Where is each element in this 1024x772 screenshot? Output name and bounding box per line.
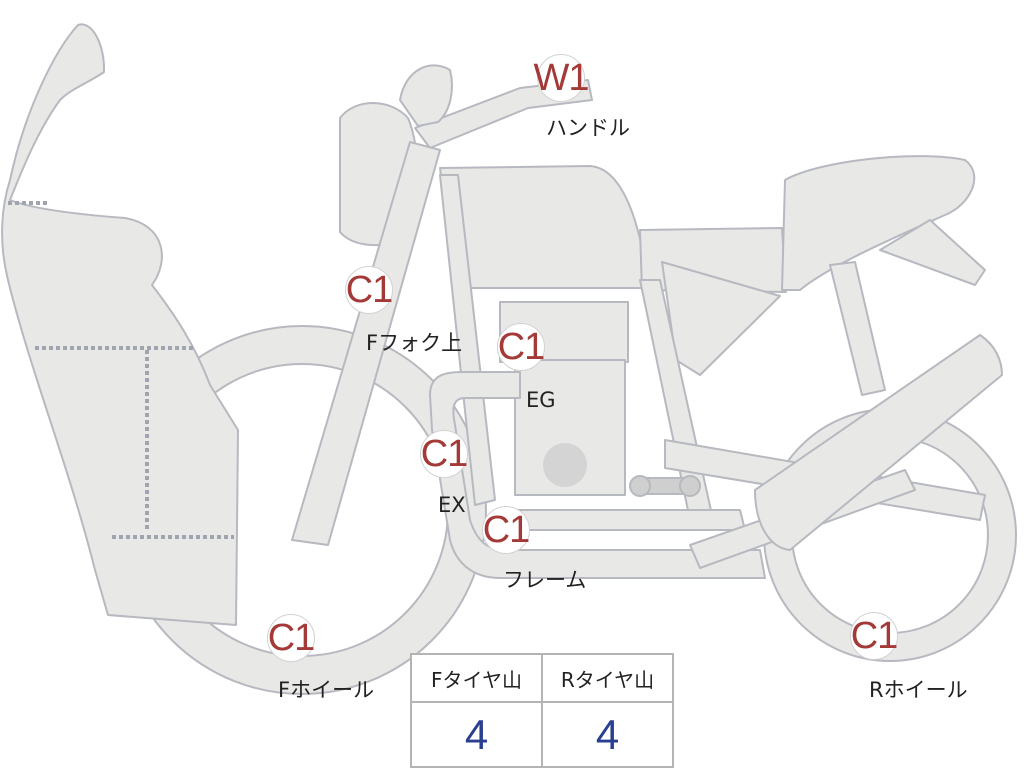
- frame-code-badge: C1: [482, 506, 530, 554]
- front-fork-upper-label: Fフォク上: [366, 331, 463, 355]
- tire-tread-table: Fタイヤ山 Rタイヤ山 4 4: [410, 653, 674, 768]
- tire-tread-value-row: 4 4: [410, 701, 674, 768]
- rear-fender: [754, 334, 1003, 551]
- front-tire-tread-header: Fタイヤ山: [410, 653, 543, 703]
- exhaust-code-badge: C1: [420, 430, 468, 478]
- engine-code-badge: C1: [497, 323, 545, 371]
- fuel-tank: [439, 165, 649, 289]
- front-fork-upper-code-badge: C1: [345, 266, 393, 314]
- engine-label: EG: [526, 388, 556, 412]
- handle-label: ハンドル: [546, 116, 630, 140]
- rear-wheel-label: Rホイール: [869, 678, 968, 702]
- rear-tire-tread-header: Rタイヤ山: [541, 653, 674, 703]
- tire-tread-header-row: Fタイヤ山 Rタイヤ山: [410, 653, 674, 703]
- rear-tire-tread-value: 4: [541, 701, 674, 768]
- front-tire-tread-value: 4: [410, 701, 543, 768]
- handle-code-badge: W1: [534, 54, 590, 102]
- rear-wheel-code-badge: C1: [850, 612, 898, 660]
- front-fairing: [1, 23, 239, 626]
- front-wheel-label: Fホイール: [278, 678, 375, 702]
- exhaust-label: EX: [438, 493, 466, 517]
- frame-label: フレーム: [503, 568, 587, 592]
- front-wheel-code-badge: C1: [267, 614, 315, 662]
- front-fork: [291, 141, 441, 546]
